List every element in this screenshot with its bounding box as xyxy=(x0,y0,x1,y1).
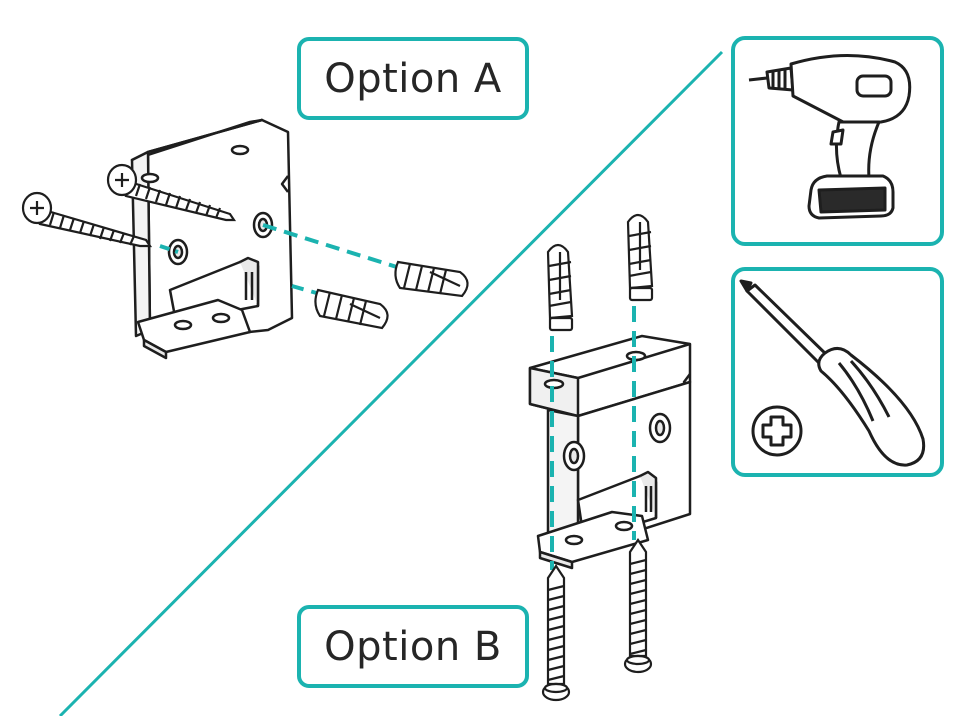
guide-a-lower-out xyxy=(291,284,321,296)
anchor-a-lower xyxy=(314,288,389,330)
guide-a-upper xyxy=(262,223,401,270)
cordless-drill-icon xyxy=(748,53,912,220)
option-a-label: Option A xyxy=(297,37,529,120)
anchor-a-upper xyxy=(394,260,469,298)
option-b-label: Option B xyxy=(297,605,529,688)
bracket-b xyxy=(528,334,692,570)
bracket-a xyxy=(130,118,294,360)
phillips-screwdriver-icon xyxy=(739,279,926,467)
screw-a-lower xyxy=(21,191,153,248)
divider-line xyxy=(58,50,724,716)
anchor-b-left xyxy=(546,243,574,332)
drill-panel xyxy=(731,36,944,246)
anchor-b-right xyxy=(626,213,654,302)
screw-b-left xyxy=(541,564,571,702)
screw-a-upper xyxy=(106,163,237,222)
guide-a-lower xyxy=(159,244,179,254)
screwdriver-panel xyxy=(731,267,944,477)
screw-b-right xyxy=(623,538,653,674)
